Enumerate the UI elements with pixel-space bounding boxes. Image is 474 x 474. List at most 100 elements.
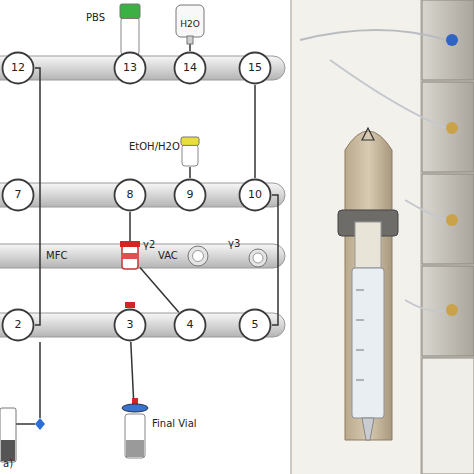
component-label: MFC [46,250,67,262]
tubing-line [129,212,131,241]
cartridge-band [122,253,138,259]
valve-fitting [446,34,458,46]
component-label: γ2 [143,239,155,251]
valve-fitting [446,122,458,134]
vial-cap [181,137,199,145]
check-valve-marker [35,418,45,430]
photo-background [290,0,474,474]
node-outline [187,245,209,267]
component-label: VAC [158,250,178,262]
valve-circle: 14 [173,51,207,85]
tubing-line [131,342,134,398]
valve-number: 5 [238,308,272,342]
tubing [405,300,446,311]
bag-nozzle [187,36,193,44]
tubing-line [254,85,256,178]
valve-fitting [446,304,458,316]
manifold-bar [0,244,285,268]
cartridge: γ2 [120,241,140,271]
valve-number: 7 [1,178,35,212]
panel-letter: a) [3,458,13,470]
port-center [253,253,263,263]
valve-number: 14 [173,51,207,85]
vacuum-port: VAC [187,245,209,267]
tubing-line [140,268,179,313]
port-center [193,251,204,262]
valve-number: 12 [1,51,35,85]
component-label: EtOH/H2O [129,141,180,153]
node-outline [122,398,148,458]
tubing [405,200,446,220]
syringe-scale [356,320,364,321]
node-outline [181,137,199,167]
syringe-scale [356,380,364,381]
valve-module [422,82,474,172]
vial-body [125,414,145,458]
valve-number: 9 [173,178,207,212]
valve-module [422,0,474,80]
valve-number: 15 [238,51,272,85]
vial-liquid [126,440,144,457]
vial-body [121,17,139,55]
syringe-barrel [352,268,384,418]
tubing [300,30,446,40]
valve-circle: 3 [113,308,147,342]
product-vial: Final Vial [122,398,148,458]
waste-vial [0,408,16,462]
valve-circle: 2 [1,308,35,342]
component-label: PBS [86,12,105,24]
filter-disc [122,404,148,412]
vial-cap [120,4,140,19]
module-panel [292,0,420,474]
syringe-scale [356,290,364,291]
valve-fitting [446,214,458,226]
component-label: H2O [175,4,205,44]
node-outline [120,241,140,271]
valve-circle: 4 [173,308,207,342]
valve-circle: 12 [1,51,35,85]
cartridge-body [122,245,138,269]
water-bag: H2O [175,4,205,44]
valve-marker [125,302,135,308]
component-label: Final Vial [152,418,197,430]
tubing-line [189,167,191,178]
syringe-scale [356,350,364,351]
valve-symbol: γ3 [248,248,268,268]
valve-number: 4 [173,308,207,342]
tubing-line [39,342,41,418]
port-outline [249,249,267,267]
valve-number: 13 [113,51,147,85]
vial-body [182,145,198,167]
valve-circle: 8 [113,178,147,212]
valve-circle: 15 [238,51,272,85]
valve-circle: 13 [113,51,147,85]
cartridge-cap [120,241,140,247]
valve-module [422,358,474,474]
reagent-vial: EtOH/H2O [181,137,199,167]
tubing-line [189,44,191,51]
valve-circle: 5 [238,308,272,342]
reagent-vial: PBS [120,4,140,56]
syringe-plunger [355,222,381,268]
valve-circle: 10 [238,178,272,212]
tubing-line [16,423,35,425]
syringe-holder [345,131,392,440]
valve-circle: 9 [173,178,207,212]
tubing [330,60,446,128]
tubing-line [272,195,278,325]
valve-number: 10 [238,178,272,212]
valve-number: 2 [1,308,35,342]
syringe-tip [362,418,374,440]
node-outline [248,248,268,268]
component-label: γ3 [228,238,240,250]
port-outline [188,246,208,266]
node-outline [120,4,140,56]
waste-liquid [1,440,15,461]
valve-number: 8 [113,178,147,212]
tubing-line [35,68,40,325]
valve-number: 3 [113,308,147,342]
warning-symbol [362,128,374,140]
